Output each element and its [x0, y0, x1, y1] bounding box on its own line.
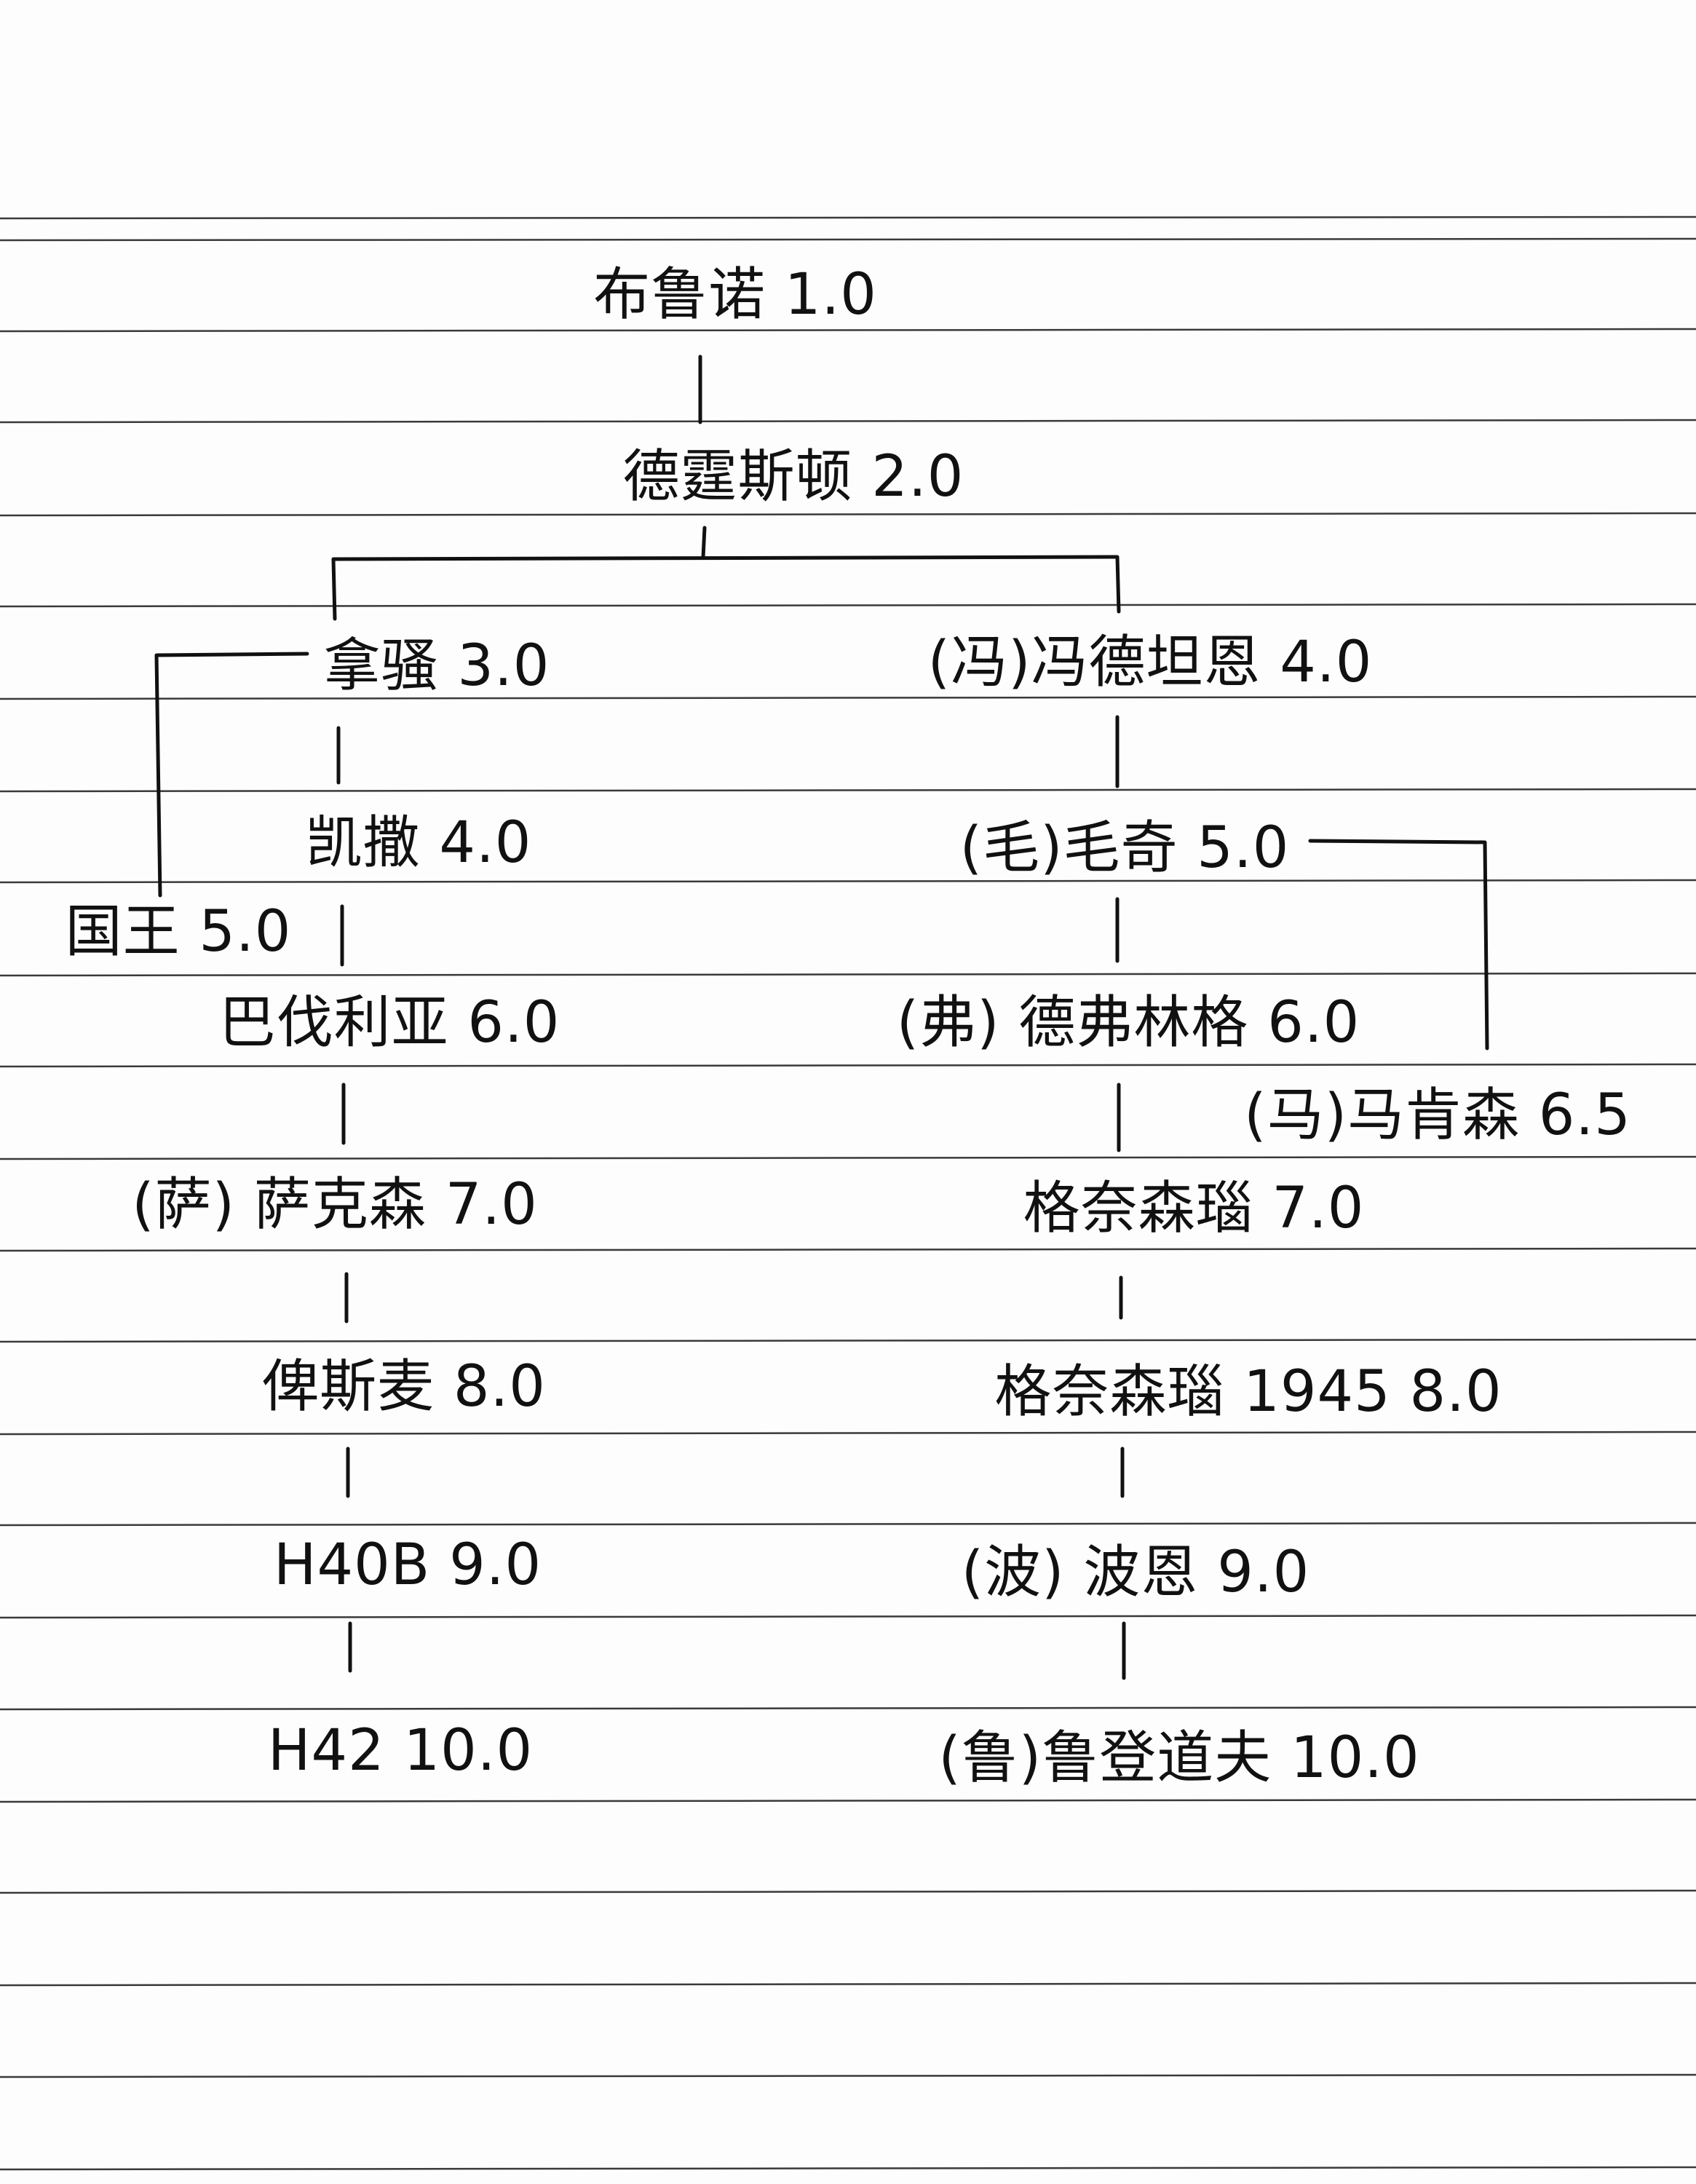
- node-ludengdaofu: (鲁)鲁登道夫 10.0: [938, 1725, 1420, 1791]
- node-naosao: 拿骚 3.0: [323, 633, 550, 699]
- node-makensen: (马)马肯森 6.5: [1244, 1083, 1631, 1148]
- node-saksen: (萨) 萨克森 7.0: [132, 1172, 538, 1238]
- node-guowang: 国王 5.0: [65, 899, 292, 965]
- node-h42: H42 10.0: [267, 1718, 534, 1784]
- node-h40b: H40B 9.0: [273, 1532, 542, 1598]
- node-boen: (波) 波恩 9.0: [961, 1540, 1310, 1605]
- node-defulinge: (弗) 德弗林格 6.0: [896, 990, 1360, 1056]
- node-fendetan: (冯)冯德坦恩 4.0: [927, 630, 1373, 695]
- node-maoqi: (毛)毛奇 5.0: [959, 815, 1290, 881]
- node-kaisa: 凯撒 4.0: [305, 810, 532, 876]
- node-bruno: 布鲁诺 1.0: [593, 262, 877, 328]
- node-draxton: 德霆斯顿 2.0: [622, 444, 964, 510]
- tree-connectors: [154, 355, 1489, 1680]
- node-beisimai: 俾斯麦 8.0: [262, 1354, 546, 1420]
- node-bavaria: 巴伐利亚 6.0: [218, 990, 560, 1056]
- node-genaisen: 格奈森瑙 7.0: [1023, 1176, 1365, 1241]
- node-genaisen1945: 格奈森瑙 1945 8.0: [994, 1359, 1502, 1425]
- ruled-lines: [0, 215, 1696, 2171]
